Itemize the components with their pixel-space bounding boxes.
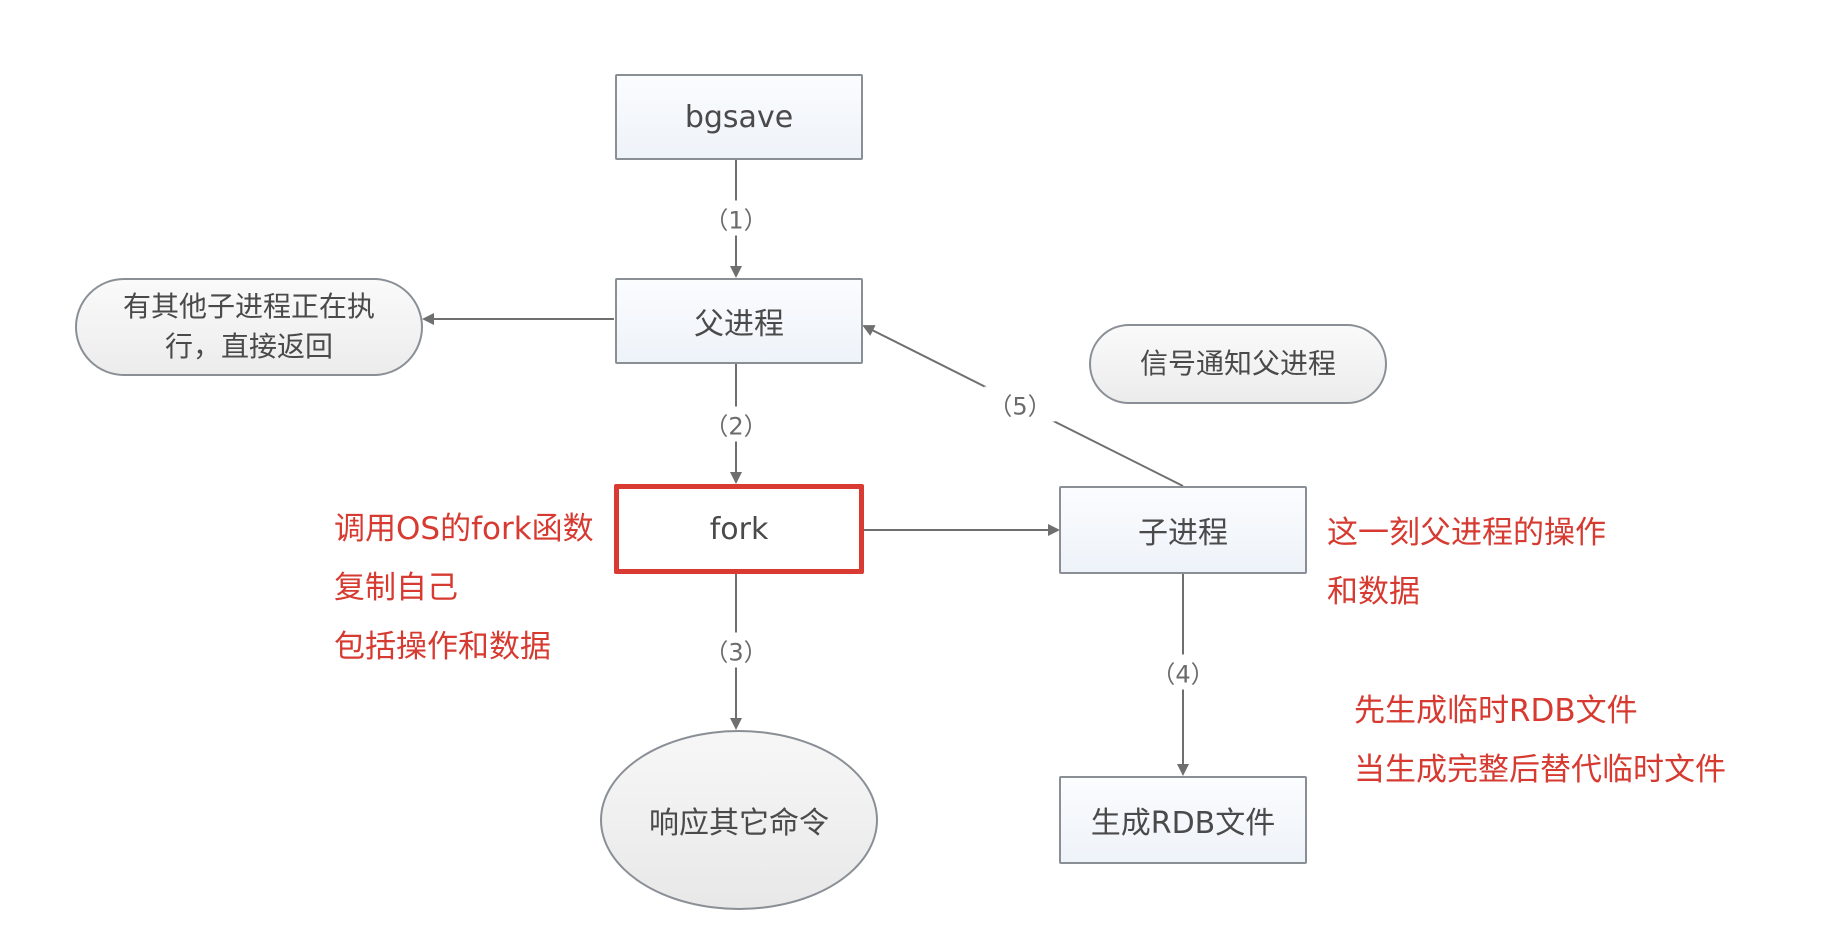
respond-other-commands-label: 响应其它命令 — [649, 806, 829, 841]
step-label-5: （5） — [984, 386, 1056, 422]
generate-rdb-box: 生成RDB文件 — [1059, 776, 1307, 864]
step-label-3: （3） — [700, 632, 772, 668]
child-annotation-line2: 和数据 — [1327, 574, 1420, 610]
signal-parent-node: 信号通知父进程 — [1089, 324, 1387, 404]
child-annotation: 这一刻父进程的操作 和数据 — [1327, 504, 1606, 622]
step-label-4: （4） — [1147, 654, 1219, 690]
rdb-annotation: 先生成临时RDB文件 当生成完整后替代临时文件 — [1354, 682, 1726, 800]
bgsave-label: bgsave — [684, 99, 794, 135]
fork-annotation-line2: 复制自己 — [334, 570, 458, 606]
signal-parent-label: 信号通知父进程 — [1139, 347, 1336, 380]
step-label-1: （1） — [700, 200, 772, 236]
respond-other-commands-node: 响应其它命令 — [600, 730, 878, 910]
busy-return-line2: 行，直接返回 — [164, 330, 333, 363]
rdb-annotation-line1: 先生成临时RDB文件 — [1354, 693, 1638, 729]
fork-annotation: 调用OS的fork函数 复制自己 包括操作和数据 — [334, 500, 594, 677]
parent-process-label: 父进程 — [694, 307, 784, 342]
fork-label: fork — [709, 511, 769, 547]
bgsave-box: bgsave — [615, 74, 863, 160]
busy-return-node: 有其他子进程正在执 行，直接返回 — [75, 278, 423, 376]
generate-rdb-label: 生成RDB文件 — [1090, 806, 1276, 841]
fork-box: fork — [614, 484, 864, 574]
fork-annotation-line3: 包括操作和数据 — [334, 629, 551, 665]
fork-annotation-line1: 调用OS的fork函数 — [334, 511, 594, 547]
step-label-2: （2） — [700, 406, 772, 442]
child-process-label: 子进程 — [1138, 516, 1228, 551]
parent-process-box: 父进程 — [615, 278, 863, 364]
rdb-annotation-line2: 当生成完整后替代临时文件 — [1354, 752, 1726, 788]
child-process-box: 子进程 — [1059, 486, 1307, 574]
child-annotation-line1: 这一刻父进程的操作 — [1327, 515, 1606, 551]
busy-return-line1: 有其他子进程正在执 — [122, 290, 375, 323]
